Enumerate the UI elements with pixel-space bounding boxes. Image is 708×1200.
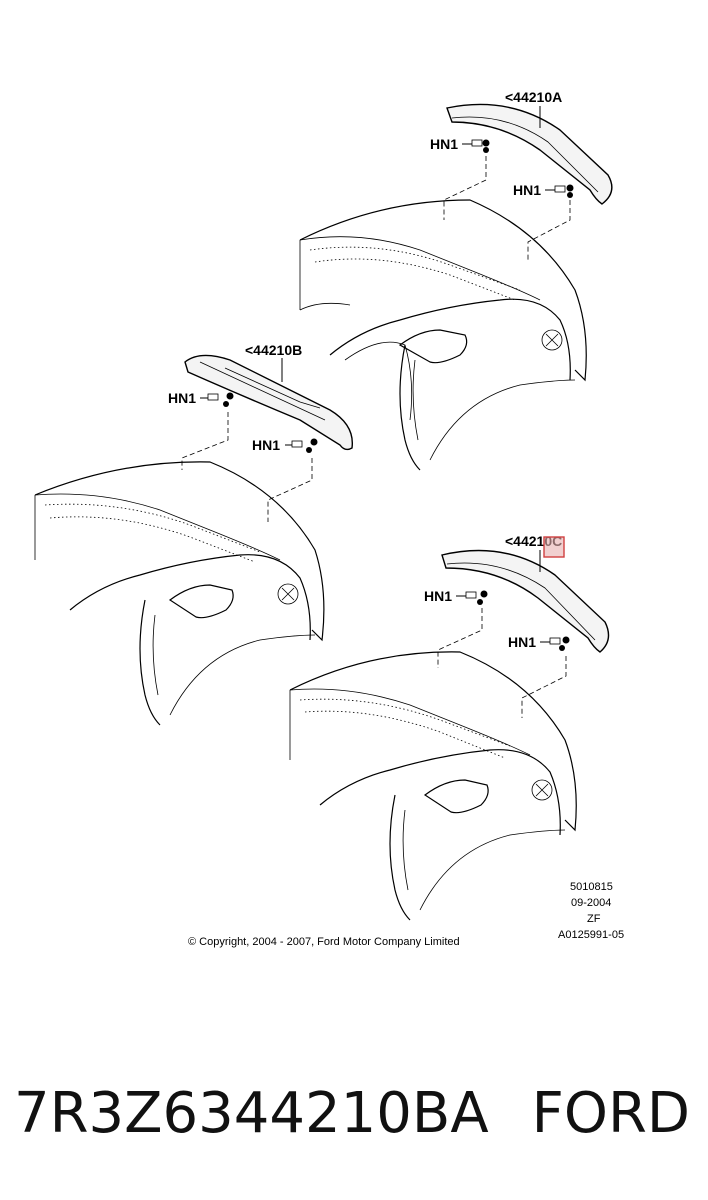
meta-date: 09-2004 [571, 897, 611, 909]
spoiler-44210a [446, 103, 613, 205]
part-number: 7R3Z6344210BA [14, 1080, 489, 1146]
callout-hn1-top-left: HN1 [430, 136, 458, 152]
assembly-top: <44210A HN1 HN1 [299, 89, 613, 471]
car-body-top [299, 199, 587, 382]
assembly-bottom: <44210C HN1 HN1 [289, 533, 610, 921]
callout-hn1-middle-right: HN1 [252, 437, 280, 453]
meta-ref: A0125991-05 [558, 929, 624, 941]
spoiler-44210c [441, 549, 610, 653]
spoiler-44210b [184, 354, 354, 451]
callout-hn1-bottom-right: HN1 [508, 634, 536, 650]
callout-hn1-bottom-left: HN1 [424, 588, 452, 604]
copyright-notice: © Copyright, 2004 - 2007, Ford Motor Com… [188, 936, 460, 948]
assembly-middle: <44210B HN1 HN1 [34, 342, 354, 726]
callout-44210b: <44210B [245, 342, 302, 358]
callout-hn1-middle-left: HN1 [168, 390, 196, 406]
meta-number: 5010815 [570, 881, 613, 893]
footer-bar: 7R3Z6344210BA FORD [0, 1068, 708, 1158]
highlight-marker [543, 536, 565, 558]
parts-diagram: <44210A HN1 HN1 [34, 89, 624, 948]
callout-hn1-top-right: HN1 [513, 182, 541, 198]
callout-44210a: <44210A [505, 89, 562, 105]
drawing-metadata: 5010815 09-2004 ZF A0125991-05 [558, 881, 624, 941]
brand-name: FORD [531, 1080, 690, 1146]
meta-code: ZF [587, 913, 601, 925]
car-body-middle [34, 461, 325, 642]
car-body-bottom [289, 651, 577, 832]
